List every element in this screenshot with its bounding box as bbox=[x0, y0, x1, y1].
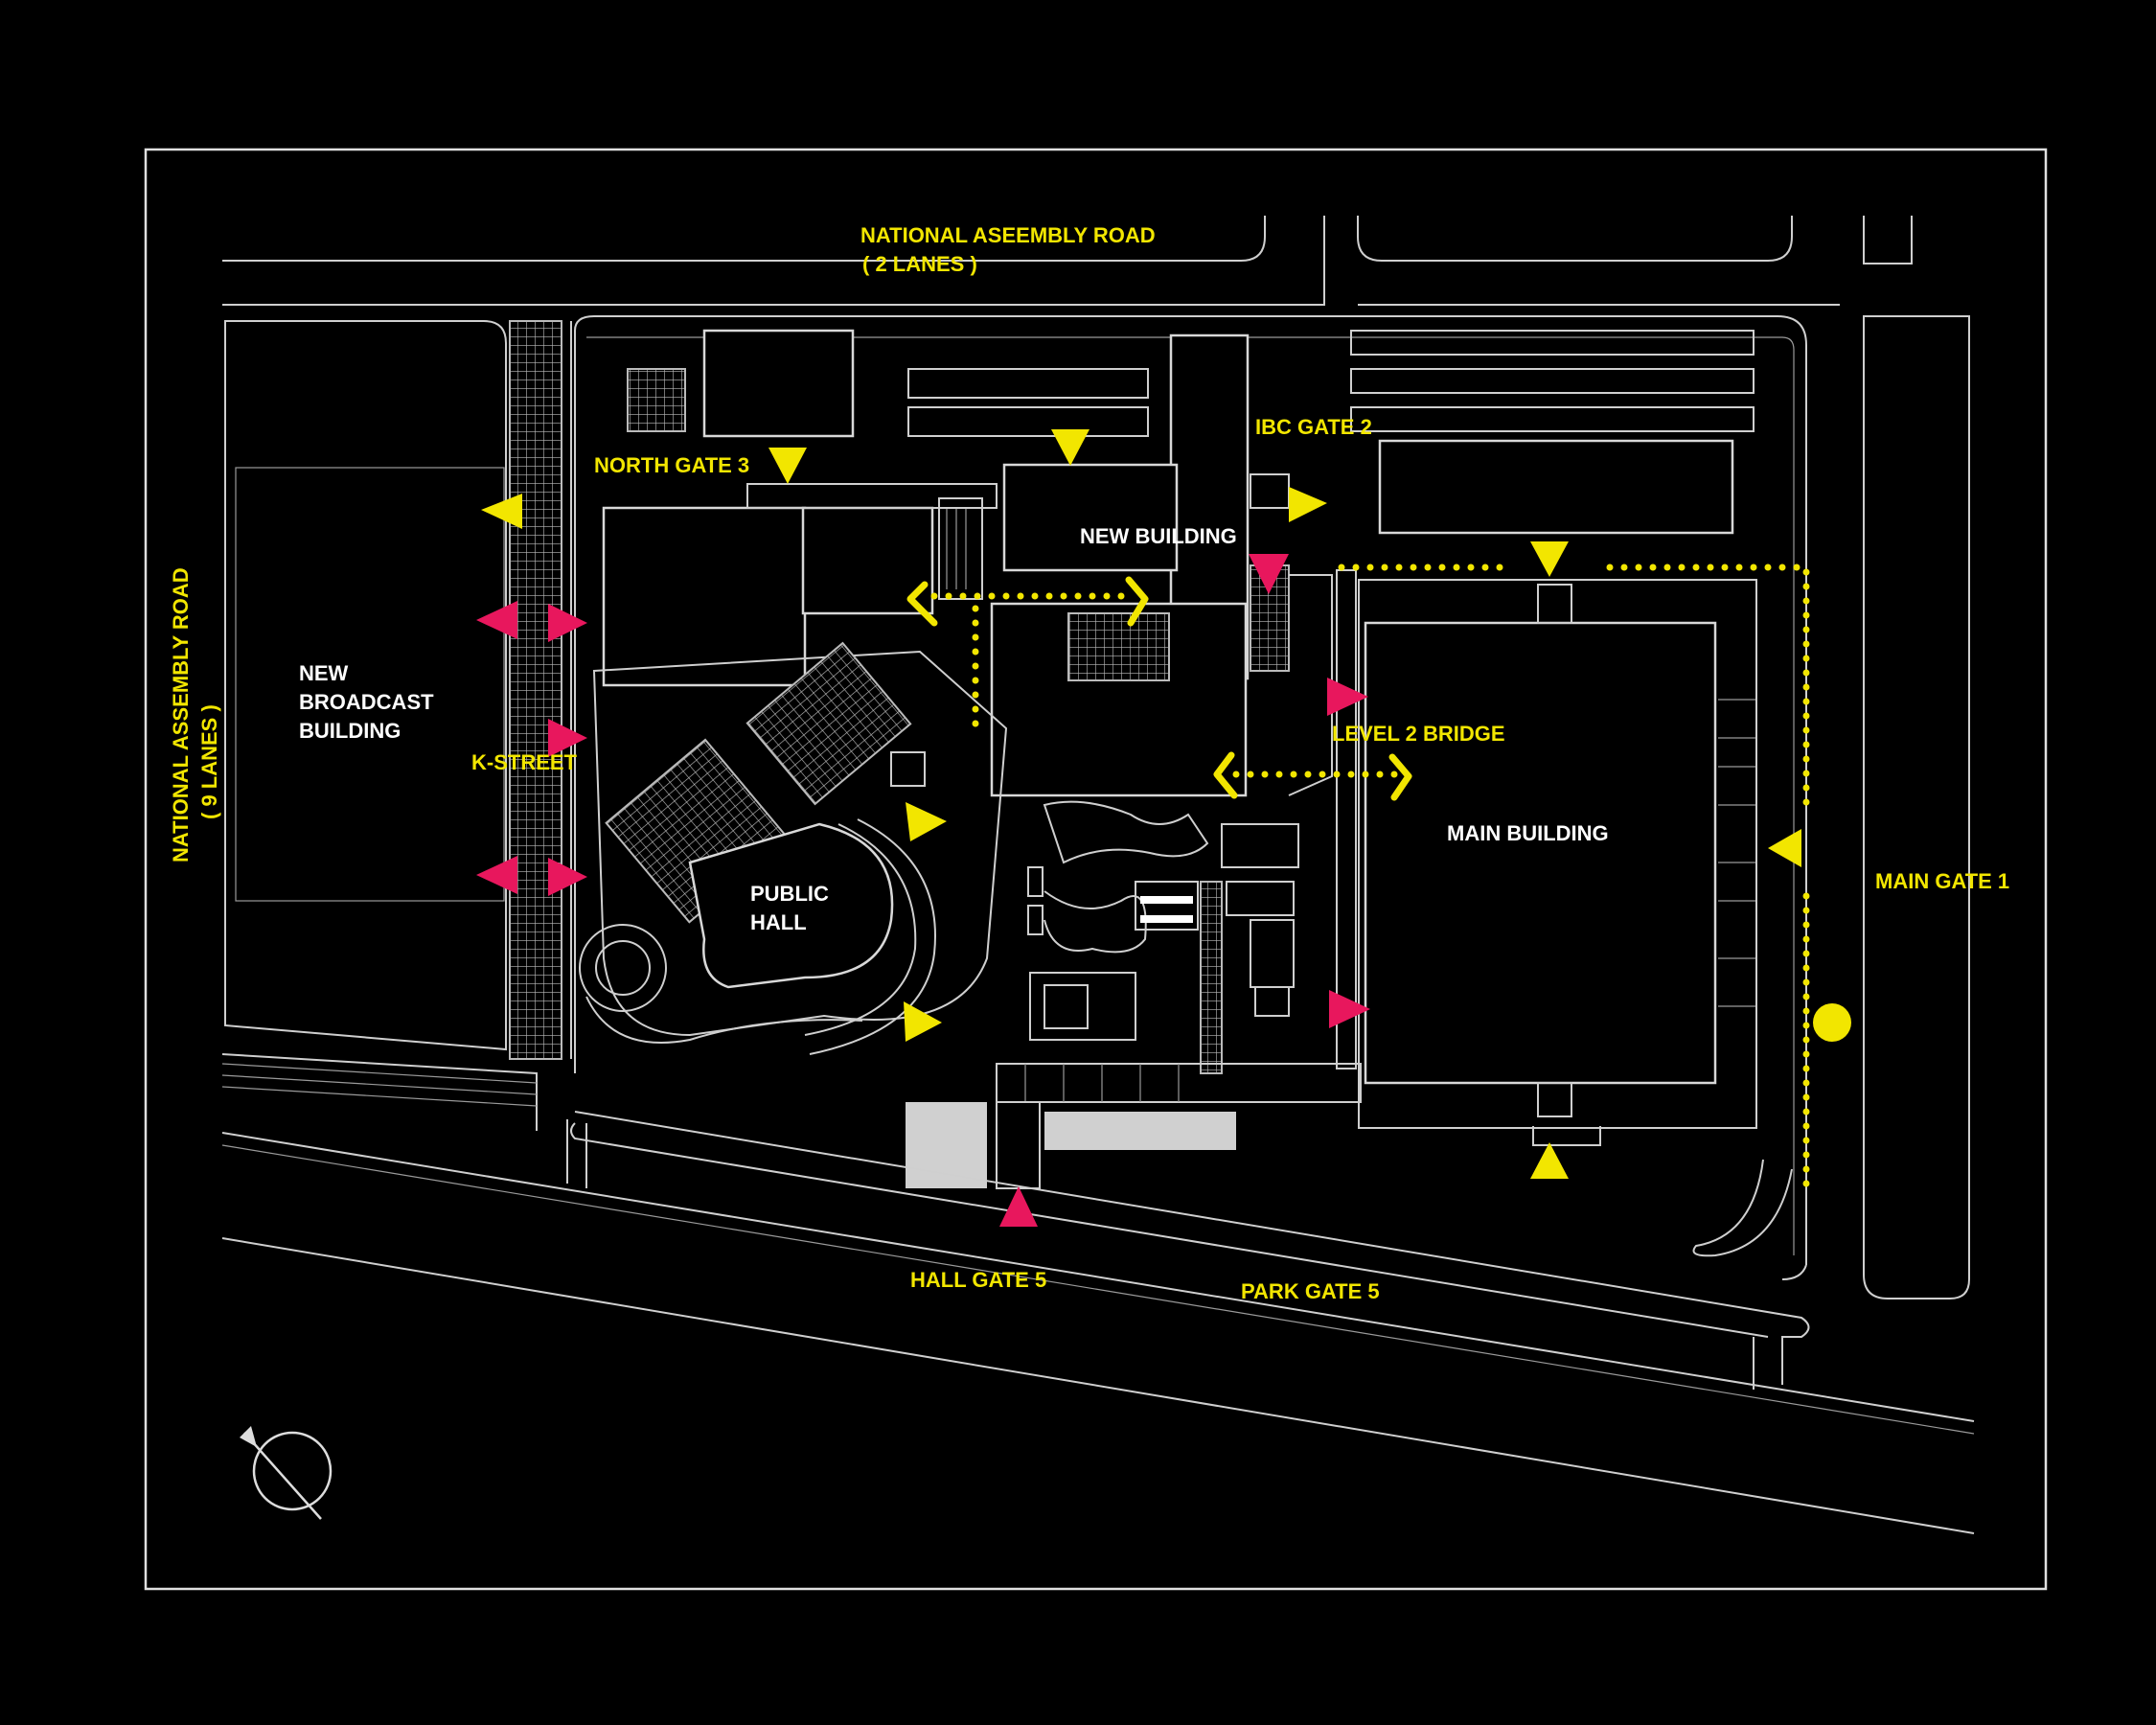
entry-arrow-icon[interactable] bbox=[906, 802, 947, 841]
public-hall bbox=[579, 641, 1008, 1055]
entry-arrow-icon[interactable] bbox=[481, 494, 522, 529]
northwest-block bbox=[602, 483, 998, 687]
exit-arrow-icon[interactable] bbox=[1329, 990, 1370, 1028]
campus-outline bbox=[574, 315, 1807, 1265]
entry-arrow-icon[interactable] bbox=[1289, 487, 1327, 522]
north-compass-icon bbox=[240, 1426, 333, 1520]
public-hall-label-1: PUBLIC bbox=[750, 882, 829, 906]
broadcast-site bbox=[221, 320, 538, 1131]
k-street-label: K-STREET bbox=[471, 750, 578, 774]
entry-arrow-icon[interactable] bbox=[1051, 429, 1089, 466]
exit-arrow-icon[interactable] bbox=[548, 719, 587, 757]
new-building bbox=[990, 334, 1333, 797]
broadcast-building-label-1: NEW bbox=[299, 661, 349, 685]
ibc-gate-label[interactable]: IBC GATE 2 bbox=[1255, 415, 1372, 439]
map-frame bbox=[144, 148, 2048, 1591]
west-road-lanes-label: ( 9 LANES ) bbox=[197, 704, 221, 819]
north-road-lanes-label: ( 2 LANES ) bbox=[862, 252, 977, 276]
walkway-chevron-icon bbox=[906, 581, 938, 627]
walkway-chevron-icon bbox=[1388, 753, 1412, 801]
exit-arrow-icon[interactable] bbox=[548, 858, 587, 896]
walkways bbox=[906, 564, 1810, 1197]
main-building-label: MAIN BUILDING bbox=[1447, 821, 1609, 845]
walkway-chevron-icon bbox=[1125, 576, 1149, 627]
courtyard bbox=[906, 800, 1362, 1189]
main-gate-marker-icon[interactable] bbox=[1813, 1003, 1851, 1042]
north-gate-label[interactable]: NORTH GATE 3 bbox=[594, 453, 749, 477]
entry-arrow-icon[interactable] bbox=[1530, 1142, 1569, 1179]
east-road bbox=[1692, 315, 1970, 1300]
yellow-arrows bbox=[481, 429, 1851, 1179]
entry-arrow-icon[interactable] bbox=[1530, 541, 1569, 577]
north-road-label: NATIONAL ASEEMBLY ROAD bbox=[860, 223, 1156, 247]
south-road bbox=[221, 1111, 1975, 1534]
exit-arrow-icon[interactable] bbox=[1327, 678, 1368, 716]
main-building bbox=[1336, 569, 1757, 1146]
level2-bridge-label[interactable]: LEVEL 2 BRIDGE bbox=[1332, 722, 1505, 746]
broadcast-building-label-2: BROADCAST bbox=[299, 690, 434, 714]
hall-gate-label[interactable]: HALL GATE 5 bbox=[910, 1268, 1046, 1292]
magenta-arrows bbox=[476, 554, 1370, 1227]
walkway-chevron-icon bbox=[1213, 751, 1238, 799]
exit-arrow-icon[interactable] bbox=[1249, 554, 1289, 594]
north-structures bbox=[627, 329, 1755, 535]
exit-arrow-icon[interactable] bbox=[476, 856, 517, 894]
exit-arrow-icon[interactable] bbox=[999, 1186, 1038, 1227]
park-gate-label[interactable]: PARK GATE 5 bbox=[1241, 1279, 1380, 1303]
broadcast-building-label-3: BUILDING bbox=[299, 719, 401, 743]
entry-arrow-icon[interactable] bbox=[1768, 829, 1801, 867]
north-road-lines bbox=[222, 216, 1913, 306]
k-street-strip bbox=[509, 320, 572, 1060]
exit-arrow-icon[interactable] bbox=[548, 604, 587, 642]
entry-arrow-icon[interactable] bbox=[904, 1001, 942, 1042]
public-hall-label-2: HALL bbox=[750, 910, 807, 934]
entry-arrow-icon[interactable] bbox=[768, 448, 807, 484]
main-gate-label[interactable]: MAIN GATE 1 bbox=[1875, 869, 2009, 893]
west-road-label: NATIONAL ASSEMBLY ROAD bbox=[169, 567, 193, 862]
new-building-label: NEW BUILDING bbox=[1080, 524, 1237, 548]
exit-arrow-icon[interactable] bbox=[476, 601, 517, 639]
